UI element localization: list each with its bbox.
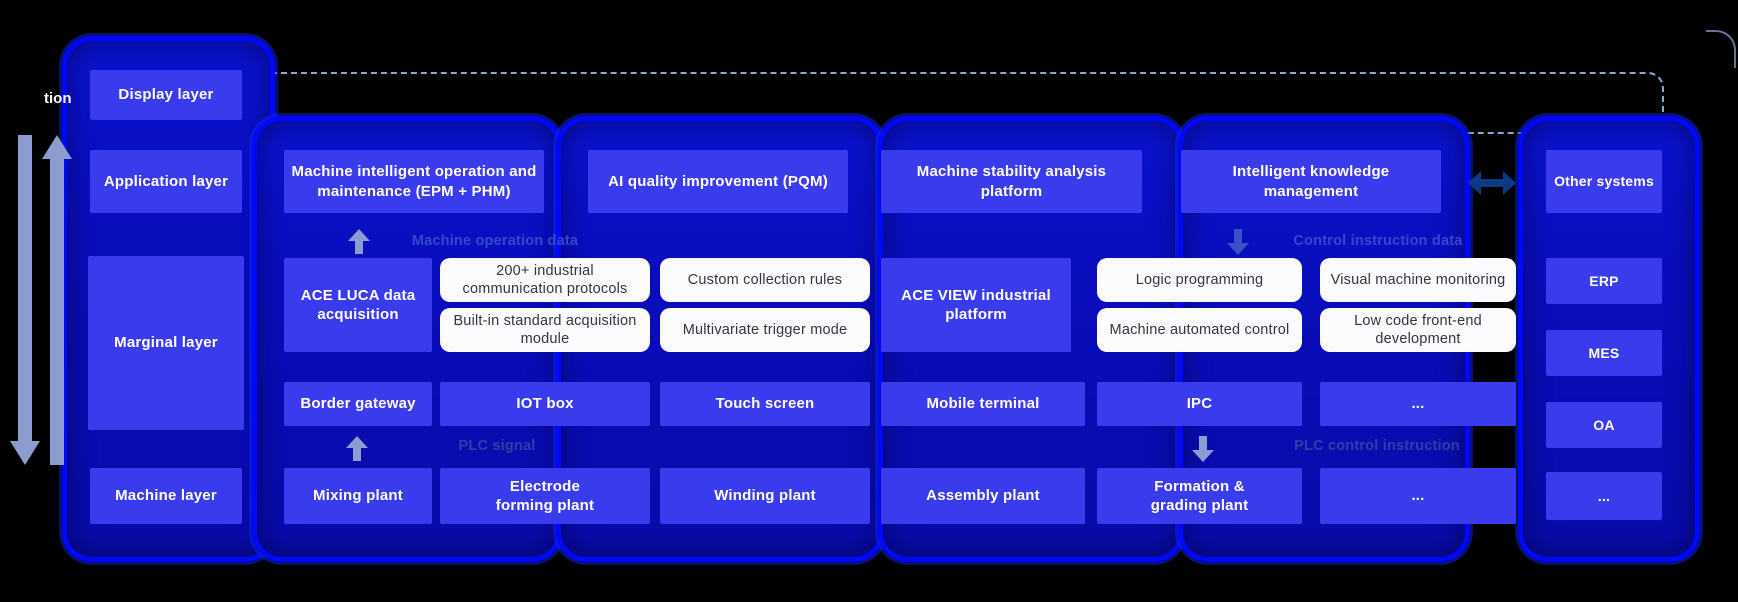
external-erp: ERP — [1546, 258, 1662, 304]
capability-protocols: 200+ industrial communication protocols — [440, 258, 650, 302]
device-touch-screen: Touch screen — [660, 382, 870, 426]
up-arrow-icon — [346, 436, 368, 462]
device-ellipsis: ... — [1320, 382, 1516, 426]
device-iot-box: IOT box — [440, 382, 650, 426]
bidirectional-arrow-icon — [1468, 171, 1516, 195]
label-machine-operation-data: Machine operation data — [411, 233, 579, 249]
external-other-systems: Other systems — [1546, 150, 1662, 213]
capability-collection-rules: Custom collection rules — [660, 258, 870, 302]
external-oa: OA — [1546, 402, 1662, 448]
down-arrow-icon — [1227, 229, 1249, 255]
downward-flow-arrow-icon — [10, 135, 40, 465]
external-ellipsis: ... — [1546, 472, 1662, 520]
capability-trigger-mode: Multivariate trigger mode — [660, 308, 870, 352]
capability-low-code: Low code front-end development — [1320, 308, 1516, 352]
app-stability-platform: Machine stability analysis platform — [881, 150, 1142, 213]
capability-automated-control: Machine automated control — [1097, 308, 1302, 352]
capability-logic-programming: Logic programming — [1097, 258, 1302, 302]
app-epm-phm: Machine intelligent operation and mainte… — [284, 150, 544, 213]
plant-assembly: Assembly plant — [881, 468, 1085, 524]
layer-machine: Machine layer — [90, 468, 242, 524]
label-plc-signal: PLC signal — [458, 438, 536, 454]
upward-flow-arrow-icon — [42, 135, 72, 465]
down-arrow-icon — [1192, 436, 1214, 462]
layer-marginal: Marginal layer — [88, 256, 244, 430]
device-mobile-terminal: Mobile terminal — [881, 382, 1085, 426]
capability-visual-monitoring: Visual machine monitoring — [1320, 258, 1516, 302]
label-control-instruction-data: Control instruction data — [1293, 233, 1463, 249]
plant-ellipsis: ... — [1320, 468, 1516, 524]
device-ipc: IPC — [1097, 382, 1302, 426]
app-knowledge-management: Intelligent knowledge management — [1181, 150, 1441, 213]
plant-electrode-forming: Electrode forming plant — [440, 468, 650, 524]
layer-application: Application layer — [90, 150, 242, 213]
label-plc-control-instruction: PLC control instruction — [1294, 438, 1460, 454]
box-ace-luca: ACE LUCA data acquisition — [284, 258, 432, 352]
external-mes: MES — [1546, 330, 1662, 376]
device-border-gateway: Border gateway — [284, 382, 432, 426]
plant-formation-grading: Formation & grading plant — [1097, 468, 1302, 524]
plant-winding: Winding plant — [660, 468, 870, 524]
layer-display: Display layer — [90, 70, 242, 120]
clipped-left-label: tion — [44, 90, 72, 107]
box-ace-view: ACE VIEW industrial platform — [881, 258, 1071, 352]
corner-curve-decoration — [1706, 30, 1736, 68]
app-pqm: AI quality improvement (PQM) — [588, 150, 848, 213]
capability-acquisition-module: Built-in standard acquisition module — [440, 308, 650, 352]
plant-mixing: Mixing plant — [284, 468, 432, 524]
up-arrow-icon — [348, 229, 370, 255]
